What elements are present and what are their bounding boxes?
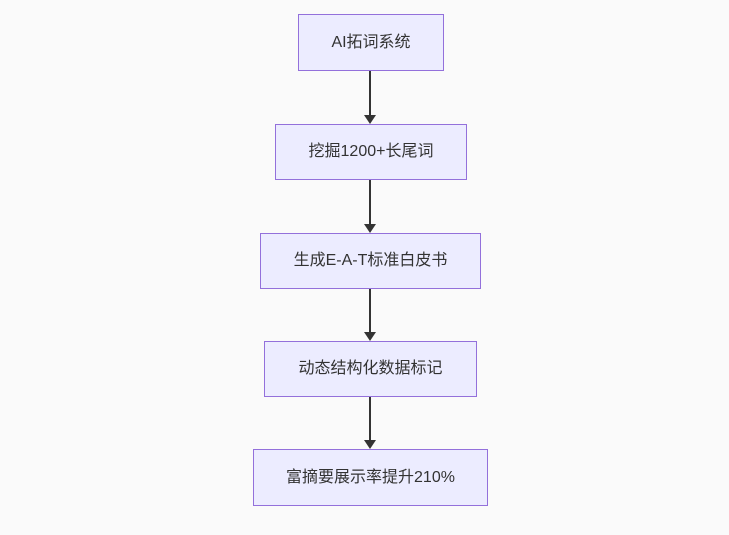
edge-line xyxy=(369,397,371,440)
flow-node-eat-whitepaper: 生成E-A-T标准白皮书 xyxy=(260,233,481,289)
edge-line xyxy=(369,180,371,224)
flow-node-label: 动态结构化数据标记 xyxy=(298,360,443,378)
flow-node-label: AI拓词系统 xyxy=(331,33,411,51)
arrowhead-icon xyxy=(364,115,376,124)
edge-line xyxy=(369,289,371,332)
arrowhead-icon xyxy=(364,440,376,449)
flow-node-longtail-mining: 挖掘1200+长尾词 xyxy=(275,124,467,180)
flow-node-structured-data: 动态结构化数据标记 xyxy=(264,341,477,397)
edge-line xyxy=(369,71,371,115)
flow-node-label: 富摘要展示率提升210% xyxy=(286,468,455,486)
flow-node-label: 生成E-A-T标准白皮书 xyxy=(293,252,448,270)
flow-node-label: 挖掘1200+长尾词 xyxy=(308,143,434,161)
flow-node-rich-snippet-result: 富摘要展示率提升210% xyxy=(253,449,488,506)
arrowhead-icon xyxy=(364,332,376,341)
arrowhead-icon xyxy=(364,224,376,233)
flow-node-ai-word-expansion: AI拓词系统 xyxy=(298,14,444,71)
